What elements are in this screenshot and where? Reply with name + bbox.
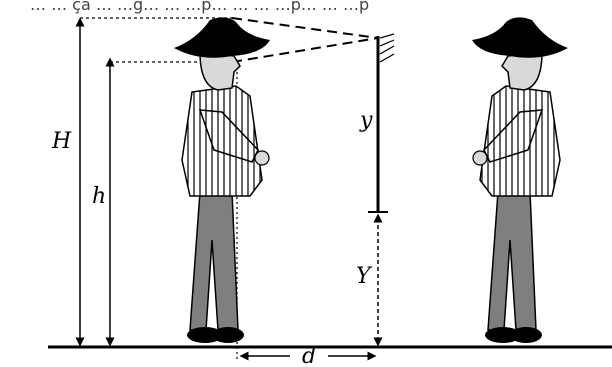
height-H-dimension <box>75 17 232 347</box>
person-figure <box>174 17 270 343</box>
eye-height-h-dimension <box>105 57 232 347</box>
reflection-figure <box>472 17 568 343</box>
label-d: d <box>302 344 316 367</box>
label-Y: Y <box>356 264 373 289</box>
label-H: H <box>51 129 72 154</box>
label-y: y <box>359 108 373 133</box>
sight-lines <box>231 17 379 63</box>
mirror <box>368 33 395 213</box>
caption-text: … … çã … …g… … …p… … … …p… … …p <box>30 0 369 14</box>
label-h: h <box>92 184 106 209</box>
